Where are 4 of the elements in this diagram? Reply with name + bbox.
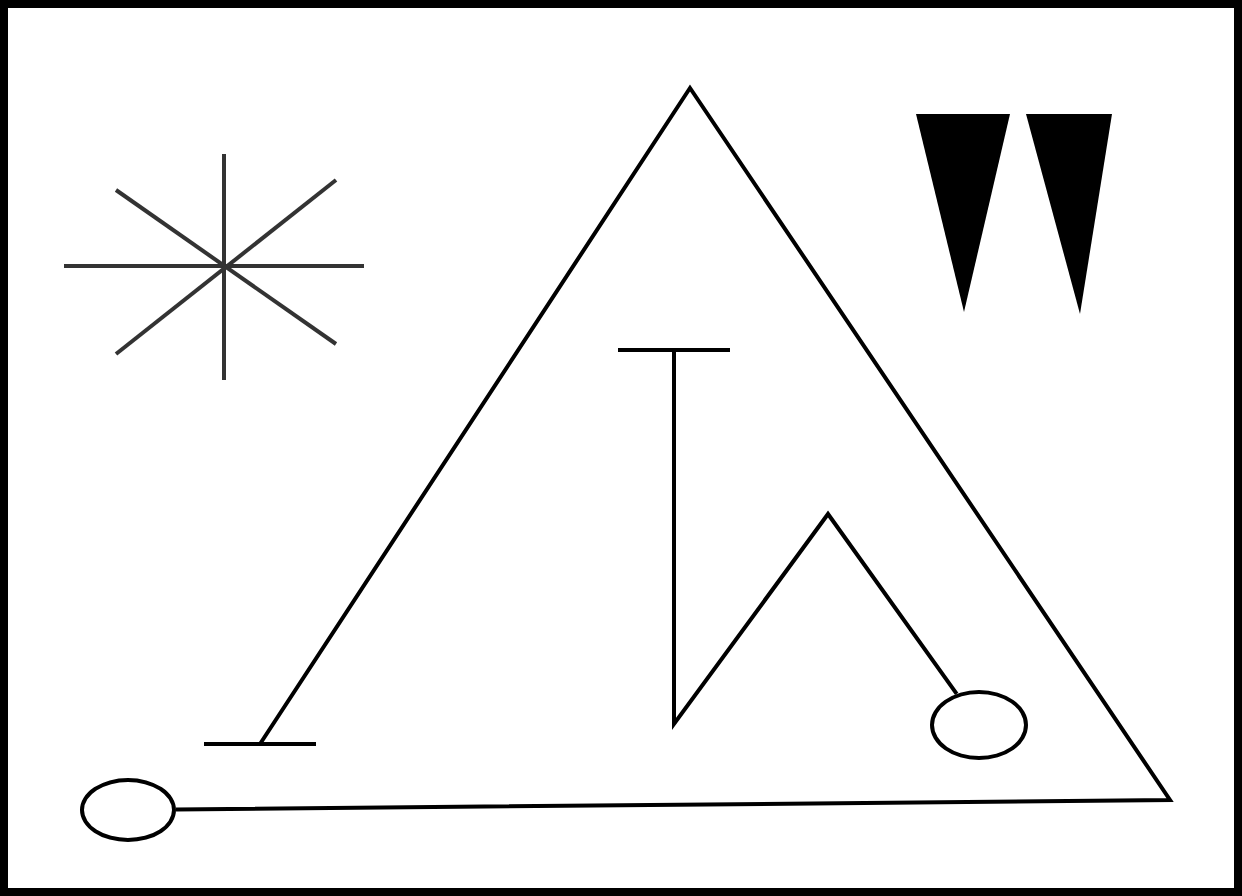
line (616, 348, 959, 731)
circle (930, 690, 1028, 760)
circle (80, 778, 176, 842)
line (176, 84, 1174, 812)
